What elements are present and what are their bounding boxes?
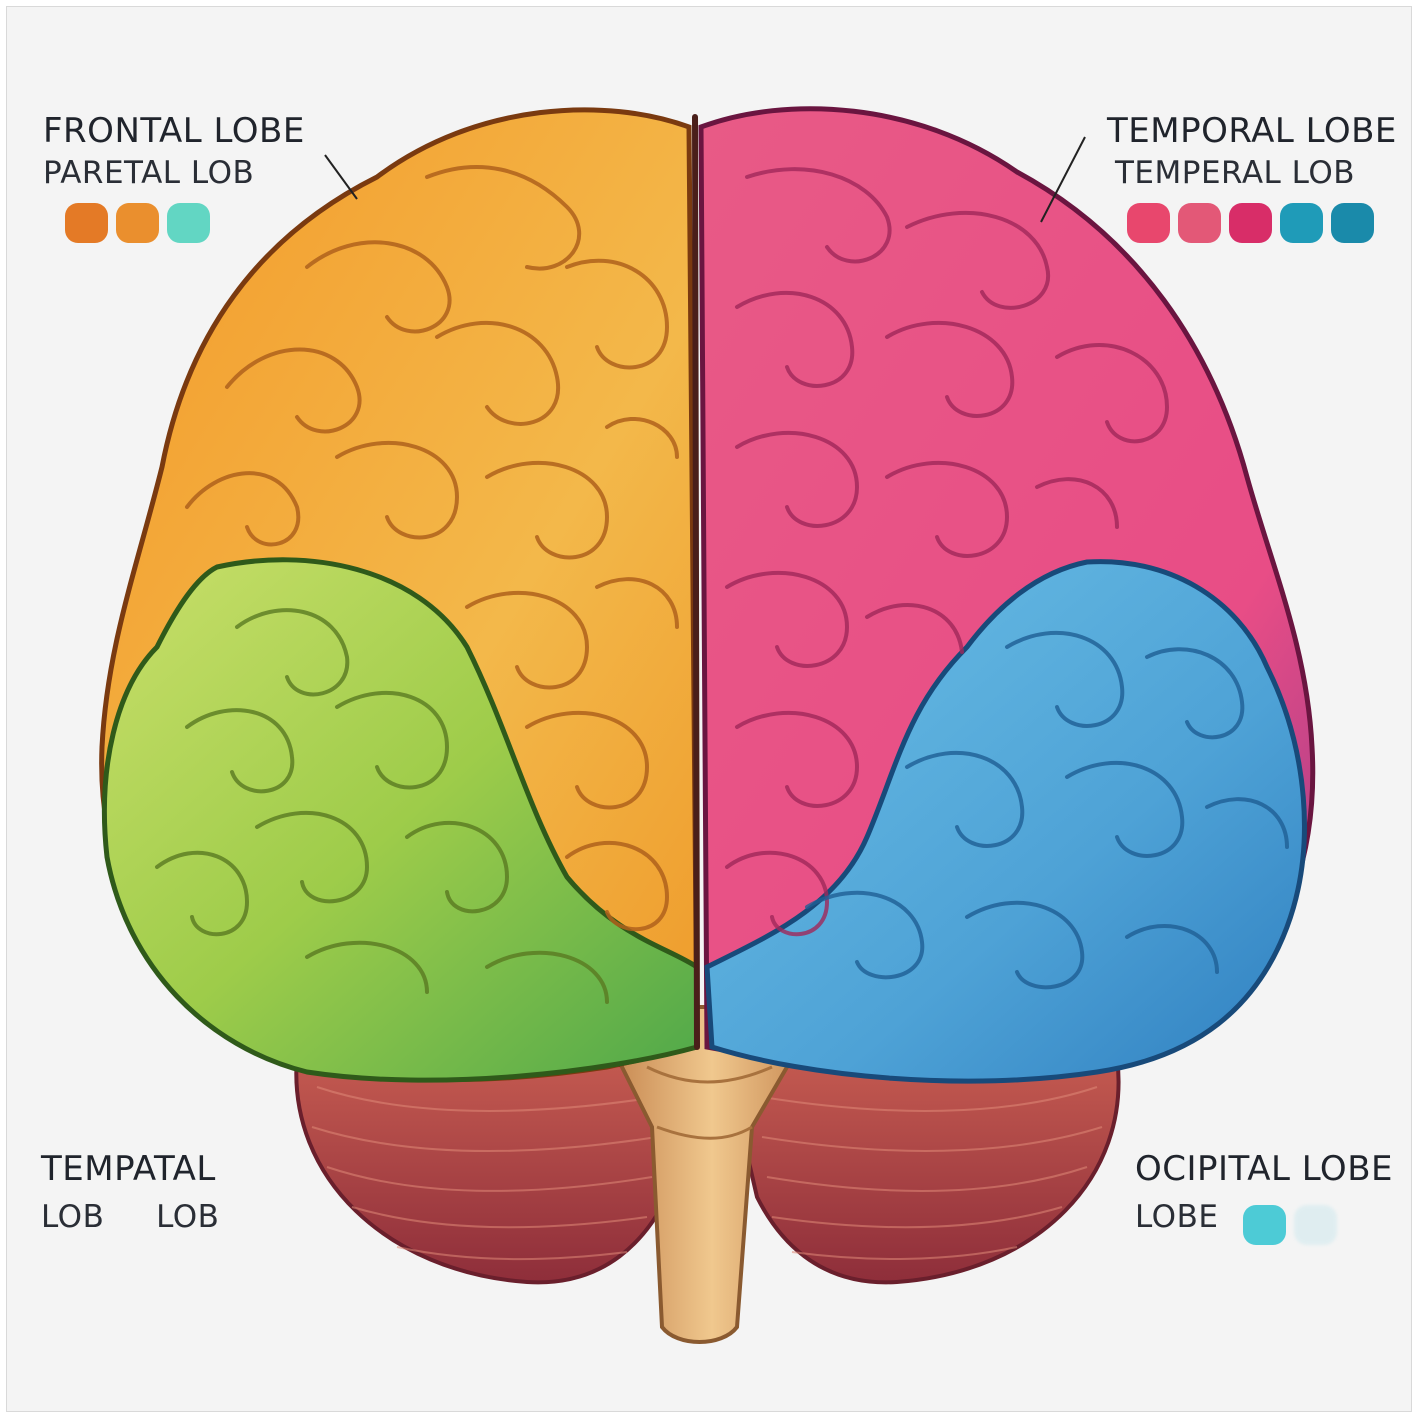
color-swatch <box>1280 203 1323 243</box>
temporal-lobe-left <box>101 557 700 1083</box>
gyri-pattern <box>155 114 1289 1050</box>
color-swatch <box>1178 203 1221 243</box>
label-lob-lob: LOB LOB <box>41 1199 220 1235</box>
occipital-lobe-right <box>704 559 1307 1084</box>
cerebellum <box>294 1054 1121 1285</box>
color-swatch <box>1243 1205 1286 1245</box>
color-swatch <box>65 203 108 243</box>
color-swatch <box>1294 1205 1337 1245</box>
swatch-row-top-left <box>65 203 210 243</box>
brainstem <box>614 1005 810 1344</box>
label-tempatal: TEMPATAL <box>41 1149 216 1189</box>
color-swatch <box>1229 203 1272 243</box>
color-swatch <box>167 203 210 243</box>
color-swatch <box>1127 203 1170 243</box>
diagram-frame: FRONTAL LOBE PARETAL LOB TEMPORAL LOBE T… <box>6 6 1412 1412</box>
pointer-line-top-left <box>324 154 358 200</box>
swatch-row-bottom-right <box>1243 1205 1337 1245</box>
swatch-row-top-right <box>1127 203 1374 243</box>
label-lobe: LOBE <box>1135 1199 1219 1235</box>
color-swatch <box>1331 203 1374 243</box>
brain-illustration <box>99 106 1316 1344</box>
label-ocipital-lobe: OCIPITAL LOBE <box>1135 1149 1393 1189</box>
pointer-line-top-right <box>1040 136 1086 223</box>
label-paretal-lob: PARETAL LOB <box>43 155 255 191</box>
label-temperal-lob: TEMPERAL LOB <box>1115 155 1355 191</box>
label-frontal-lobe: FRONTAL LOBE <box>43 111 305 151</box>
label-temporal-lobe: TEMPORAL LOBE <box>1107 111 1397 151</box>
color-swatch <box>116 203 159 243</box>
